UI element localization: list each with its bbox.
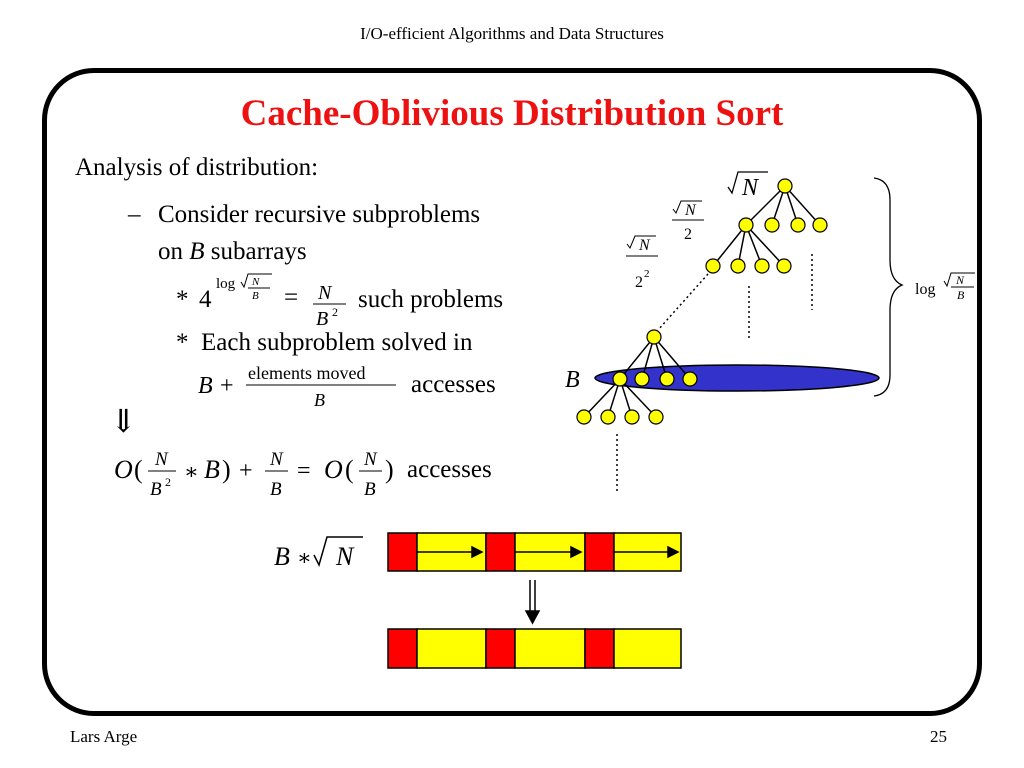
cost-B: B bbox=[198, 373, 213, 399]
bullet-dash: – bbox=[128, 201, 141, 228]
such-problems: such problems bbox=[358, 286, 504, 313]
accesses-1: accesses bbox=[411, 371, 496, 398]
implies-arrow: ⇓ bbox=[110, 403, 137, 439]
slide-frame bbox=[42, 68, 982, 716]
label-log-B: B bbox=[957, 288, 965, 302]
exp-log: log bbox=[216, 276, 236, 292]
tc-N3: N bbox=[363, 449, 378, 470]
label-level3-den: 2 bbox=[635, 274, 643, 291]
down-arrow bbox=[524, 580, 541, 625]
exp-B: B bbox=[252, 290, 259, 302]
tc-lp1: ( bbox=[134, 455, 143, 484]
top-row-arrows bbox=[417, 545, 680, 559]
block-label-star: ∗ bbox=[297, 545, 312, 570]
tc-lp2: ( bbox=[345, 455, 354, 484]
tc-rp1: ) bbox=[222, 455, 231, 484]
dotted-lines bbox=[616, 254, 813, 492]
block-label-B: B bbox=[274, 542, 290, 571]
slide-title: Cache-Oblivious Distribution Sort bbox=[240, 93, 784, 134]
tc-B2: B bbox=[204, 455, 220, 484]
equals-1: = bbox=[284, 284, 299, 311]
cost-elements-moved: elements moved bbox=[248, 363, 365, 383]
tc-B3: B bbox=[270, 479, 282, 500]
frac-exp2: 2 bbox=[332, 305, 338, 319]
bullet-on: on bbox=[158, 238, 183, 265]
bullet-subarrays: subarrays bbox=[210, 238, 307, 265]
bottom-block-row bbox=[387, 628, 682, 669]
tc-N1: N bbox=[154, 449, 169, 470]
cost-expression: B + elements moved B bbox=[198, 363, 396, 410]
each-subproblem: Each subproblem solved in bbox=[201, 329, 473, 356]
block-diagram: B ∗ N bbox=[274, 532, 682, 669]
tc-O2: O bbox=[324, 455, 343, 484]
star-1: * bbox=[176, 286, 189, 313]
tc-O1: O bbox=[114, 455, 133, 484]
label-log-N: N bbox=[955, 273, 965, 287]
exp-N: N bbox=[251, 276, 260, 288]
cost-den-B: B bbox=[314, 390, 325, 410]
label-sqrtN-level3: N bbox=[638, 237, 651, 254]
frac-N: N bbox=[317, 282, 333, 304]
block-label-N: N bbox=[335, 542, 355, 571]
footer-page-number: 25 bbox=[930, 727, 947, 746]
label-level3-exp: 2 bbox=[644, 268, 650, 280]
bullet-B: B bbox=[189, 238, 205, 265]
tc-times: ∗ bbox=[184, 459, 199, 484]
label-B-level: B bbox=[565, 367, 580, 393]
label-sqrtN-level2: N bbox=[684, 202, 697, 219]
recursion-tree-diagram: N N 2 N 2 2 B log N B bbox=[565, 171, 975, 492]
tc-B4: B bbox=[364, 479, 376, 500]
bullet-line-2: on B subarrays bbox=[158, 238, 307, 266]
tc-exp: 2 bbox=[165, 475, 171, 489]
tc-eq: = bbox=[297, 458, 311, 484]
tc-rp2: ) bbox=[385, 455, 394, 484]
total-cost-expression: O ( N B 2 ∗ B ) + N B = O ( N B ) bbox=[114, 449, 394, 500]
tc-B1: B bbox=[150, 479, 162, 500]
tc-plus: + bbox=[239, 458, 253, 484]
height-brace bbox=[873, 177, 904, 397]
slide-header: I/O-efficient Algorithms and Data Struct… bbox=[360, 24, 664, 43]
footer-author: Lars Arge bbox=[70, 727, 138, 746]
cost-plus: + bbox=[220, 373, 234, 399]
accesses-2: accesses bbox=[407, 456, 492, 483]
tree-nodes bbox=[576, 178, 828, 425]
bullet-line-1: Consider recursive subproblems bbox=[158, 201, 481, 228]
log-sqrt-exponent: log N B bbox=[216, 273, 272, 302]
frac-N-over-B2: N B 2 bbox=[313, 282, 346, 330]
label-sqrtN-root: N bbox=[741, 175, 760, 201]
frac-B: B bbox=[316, 308, 328, 330]
four: 4 bbox=[199, 286, 212, 313]
analysis-heading: Analysis of distribution: bbox=[75, 154, 319, 181]
label-level2-den: 2 bbox=[684, 226, 692, 243]
star-2: * bbox=[176, 329, 189, 356]
label-log: log bbox=[915, 281, 935, 298]
tc-N2: N bbox=[269, 449, 284, 470]
